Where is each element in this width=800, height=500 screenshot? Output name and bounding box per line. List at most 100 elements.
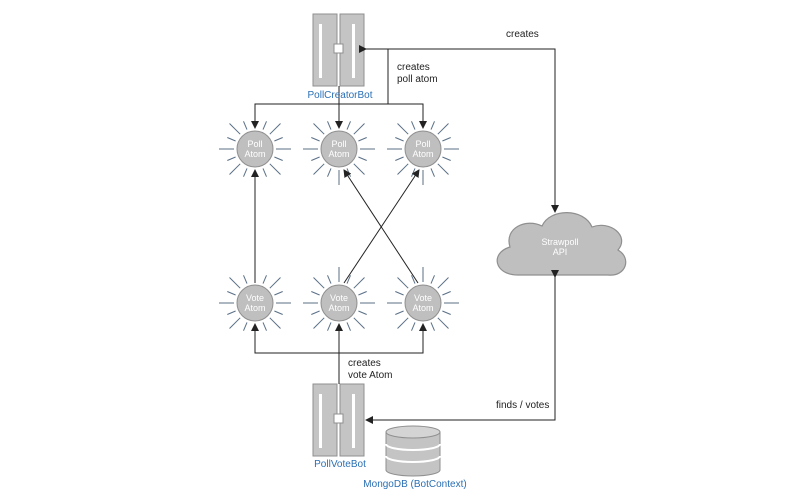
atom-ray: [227, 291, 236, 296]
poll-creator-server-icon: [312, 13, 365, 87]
edge-label-creates: creates: [506, 29, 539, 40]
atom-ray: [353, 163, 365, 175]
poll-atom-1-label: Poll Atom: [235, 139, 275, 159]
atom-ray: [229, 317, 241, 329]
atom-label-line1: Poll: [247, 139, 263, 149]
cloud-label-line1: Strawpoll: [541, 237, 579, 247]
atom-ray: [243, 121, 248, 130]
atom-label-line1: Vote: [245, 293, 265, 303]
atom-ray: [437, 317, 449, 329]
edge-label-line1: creates: [397, 62, 430, 73]
vote-atom-1-label: Vote Atom: [235, 293, 275, 313]
atom-label-line1: Poll: [415, 139, 431, 149]
cloud-icon: [496, 212, 627, 276]
atom-ray: [327, 121, 332, 130]
edge-label-finds-votes: finds / votes: [496, 400, 550, 411]
atom-ray: [243, 322, 248, 331]
atom-ray: [397, 277, 409, 289]
atom-ray: [442, 291, 451, 296]
poll-atom-2-label: Poll Atom: [319, 139, 359, 159]
atom-ray: [346, 275, 351, 284]
atom-ray: [311, 291, 320, 296]
atom-ray: [437, 123, 449, 135]
atom-ray: [269, 277, 281, 289]
atom-ray: [442, 156, 451, 161]
vote-atom-2: [320, 284, 358, 322]
edge-finds-votes: [365, 270, 559, 424]
atom-ray: [243, 275, 248, 284]
poll-vote-server-icon: [312, 383, 365, 457]
atom-ray: [437, 163, 449, 175]
atom-ray: [346, 121, 351, 130]
atom-ray: [311, 310, 320, 315]
atom-ray: [353, 317, 365, 329]
atom-ray: [274, 156, 283, 161]
atom-label-line1: Vote: [329, 293, 349, 303]
atom-ray: [313, 163, 325, 175]
atom-ray: [262, 121, 267, 130]
vote-atom-2-label: Vote Atom: [319, 293, 359, 313]
edge-label-line2: poll atom: [397, 74, 438, 85]
atom-ray: [353, 123, 365, 135]
atom-ray: [243, 168, 248, 177]
atom-ray: [397, 163, 409, 175]
poll-atom-3-label: Poll Atom: [403, 139, 443, 159]
atom-ray: [313, 123, 325, 135]
edge-label-line1: creates: [348, 358, 381, 369]
poll-atom-1: [236, 130, 274, 168]
database-icon: [385, 425, 441, 477]
atom-ray: [430, 275, 435, 284]
vote-atom-3-label: Vote Atom: [403, 293, 443, 313]
poll-creator-bot-label: PollCreatorBot: [307, 90, 373, 101]
atom-ray: [353, 277, 365, 289]
atom-ray: [227, 310, 236, 315]
atom-ray: [430, 121, 435, 130]
atom-ray: [269, 123, 281, 135]
atom-ray: [327, 168, 332, 177]
atom-ray: [262, 168, 267, 177]
atom-ray: [313, 317, 325, 329]
atom-ray: [442, 137, 451, 142]
atom-label-line1: Poll: [331, 139, 347, 149]
edge-vote-atom-3-to-poll-atom-2: [343, 169, 419, 284]
edge-creator-to-poll-atom-1: [251, 86, 340, 129]
atom-ray: [229, 277, 241, 289]
edge-label-creates-poll-atom: creates poll atom: [397, 62, 438, 86]
atom-label-line2: Atom: [412, 149, 434, 159]
vote-atom-1: [236, 284, 274, 322]
atom-label-line2: Atom: [412, 303, 434, 313]
atom-label-line1: Vote: [413, 293, 433, 303]
poll-vote-bot-label: PollVoteBot: [314, 459, 366, 470]
atom-ray: [262, 322, 267, 331]
atom-ray: [430, 168, 435, 177]
database-label: MongoDB (BotContext): [363, 479, 467, 490]
atom-ray: [274, 310, 283, 315]
atom-ray: [346, 322, 351, 331]
atom-ray: [442, 310, 451, 315]
atom-ray: [269, 163, 281, 175]
atom-ray: [229, 123, 241, 135]
atom-ray: [411, 121, 416, 130]
edge-label-line2: vote Atom: [348, 370, 393, 381]
atom-ray: [327, 322, 332, 331]
atom-label-line2: Atom: [328, 303, 350, 313]
atom-ray: [262, 275, 267, 284]
atom-ray: [358, 156, 367, 161]
atom-ray: [311, 156, 320, 161]
edge-creator-bracket: [339, 48, 389, 105]
atom-ray: [358, 291, 367, 296]
atom-ray: [269, 317, 281, 329]
poll-atom-2: [320, 130, 358, 168]
atom-label-line2: Atom: [328, 149, 350, 159]
atom-ray: [397, 317, 409, 329]
atom-ray: [327, 275, 332, 284]
edge-votebot-to-vote-atom-1: [251, 323, 339, 354]
cloud-label-line2: API: [552, 247, 568, 257]
atom-ray: [227, 156, 236, 161]
atom-ray: [274, 137, 283, 142]
atom-label-line2: Atom: [244, 149, 266, 159]
cloud-label: Strawpoll API: [530, 237, 590, 257]
atom-ray: [358, 310, 367, 315]
atom-ray: [437, 277, 449, 289]
